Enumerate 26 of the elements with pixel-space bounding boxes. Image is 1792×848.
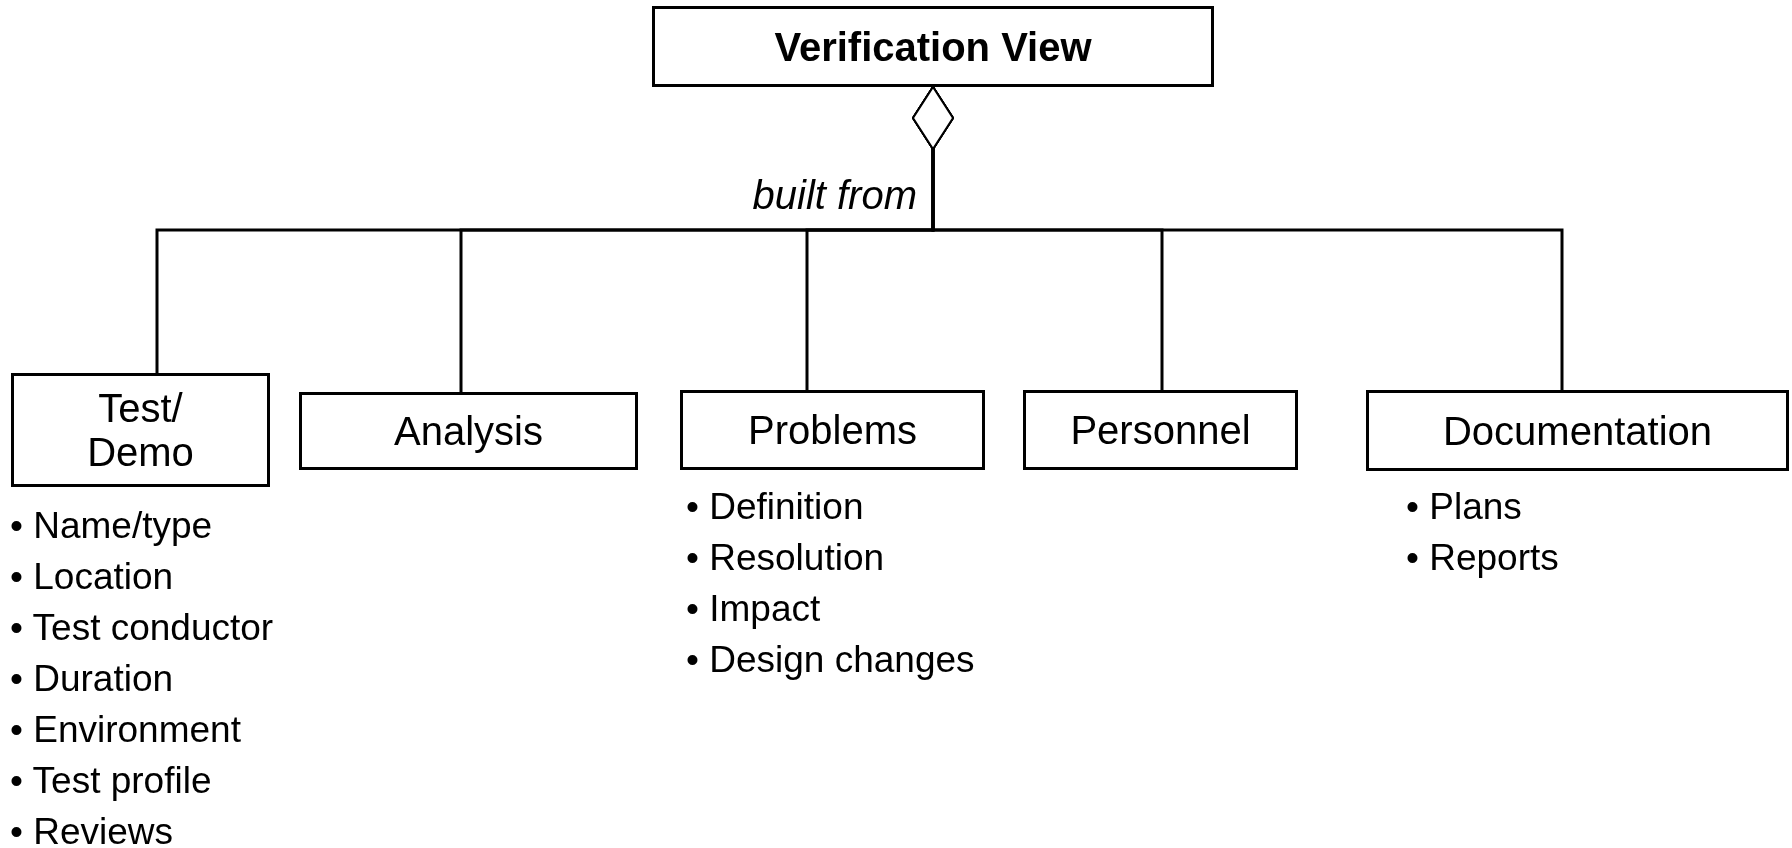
box-label: Analysis (394, 409, 543, 453)
aggregation-connector (912, 86, 1564, 390)
class-box (680, 390, 985, 470)
box-label: Verification View (774, 24, 1092, 69)
class-box (1366, 390, 1789, 471)
bullet-item: • Plans (1406, 485, 1522, 529)
class-box (11, 373, 270, 487)
bullet-item: • Test profile (10, 759, 212, 803)
bullet-item: • Resolution (686, 536, 885, 580)
bullet-item: • Definition (686, 485, 864, 529)
bullet-item: • Impact (686, 587, 821, 631)
bullet-item: • Duration (10, 657, 174, 701)
bullet-item: • Location (10, 555, 174, 599)
box-label: Personnel (1070, 408, 1251, 452)
class-box (1023, 390, 1298, 470)
bullet-item: • Reports (1406, 536, 1559, 580)
bullet-item: • Environment (10, 708, 241, 752)
class-box (652, 6, 1214, 87)
bullet-item: • Name/type (10, 504, 213, 548)
class-box (299, 392, 638, 470)
bullet-item: • Design changes (686, 638, 975, 682)
box-label: Test/ Demo (86, 386, 195, 474)
box-label: Documentation (1442, 408, 1712, 453)
bullet-item: • Test conductor (10, 606, 274, 650)
bullet-item: • Reviews (10, 810, 174, 848)
box-label: Problems (748, 408, 917, 452)
